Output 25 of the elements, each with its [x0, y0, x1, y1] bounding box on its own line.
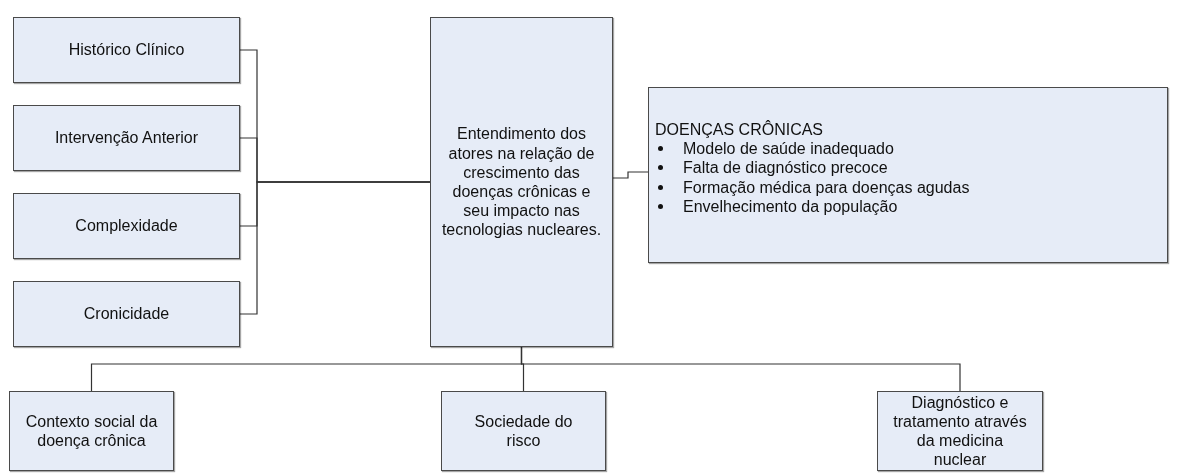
- text-box: [430, 17, 613, 347]
- connector-line: [612, 171, 649, 179]
- text-box: [441, 391, 606, 471]
- bullet-item: Falta de diagnóstico precoce: [683, 158, 888, 178]
- bullet-item: Modelo de saúde inadequado: [683, 139, 894, 159]
- text-box: [648, 87, 1168, 263]
- text-box: [13, 193, 240, 259]
- text-box: [13, 17, 240, 83]
- box-label: Intervenção Anterior: [54, 128, 199, 148]
- box-label: Sociedade do risco: [473, 411, 574, 451]
- box-label: Contexto social da doença crônica: [24, 411, 159, 451]
- connector-line: [239, 181, 431, 315]
- text-box: [877, 391, 1043, 471]
- box-label: Entendimento dos atores na relação de crescimento das doenças crônicas e seu impacto nas tecnologias nucleares.: [440, 124, 603, 240]
- box-label: Complexidade: [75, 216, 178, 236]
- text-box: [13, 281, 240, 347]
- box-label: Histórico Clínico: [68, 40, 185, 60]
- box-label: Cronicidade: [83, 304, 170, 324]
- box-label: Diagnóstico e tratamento através da medicina nuclear: [892, 392, 1028, 470]
- text-box: [13, 105, 240, 171]
- text-box: [9, 391, 174, 471]
- connector-line: [520, 346, 961, 392]
- bullet-item: Formação médica para doenças agudas: [683, 177, 970, 197]
- box-heading: DOENÇAS CRÔNICAS: [655, 120, 824, 140]
- bullet-item: Envelhecimento da população: [683, 196, 898, 216]
